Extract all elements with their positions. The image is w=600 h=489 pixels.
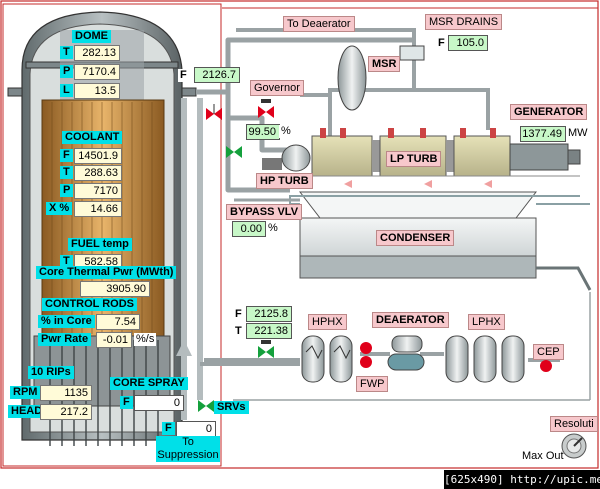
steam-f-label: F — [178, 69, 189, 82]
hp-turbine-label: HP TURB — [256, 173, 313, 189]
feedwater-pipe — [200, 352, 560, 366]
coolant-t-label: T — [60, 166, 73, 179]
outer-frame — [0, 0, 599, 469]
msr-drains-label: MSR DRAINS — [425, 14, 503, 30]
power-rate-unit: %/s — [134, 333, 157, 346]
power-rate-label: Pwr Rate — [38, 333, 92, 346]
resolution-knob-icon[interactable] — [561, 433, 587, 459]
dome-level-value: 13.5 — [74, 83, 120, 99]
msr-label: MSR — [368, 56, 401, 72]
image-host-footer: [625x490] http://upic.me/ — [444, 470, 600, 489]
core-spray-title: CORE SPRAY — [110, 377, 188, 390]
rips-rpm-label: RPM — [10, 386, 41, 399]
coolant-temperature-value: 288.63 — [74, 165, 122, 181]
msr-tank — [337, 45, 367, 111]
coolant-quality-label: X % — [46, 202, 73, 215]
hphx-heaters — [301, 335, 353, 383]
coolant-pressure-value: 7170 — [74, 183, 122, 199]
feedwater-flow-value: 2125.8 — [246, 306, 292, 322]
governor-position-value: 99.50 — [246, 124, 280, 140]
feedwater-valve-icon[interactable] — [258, 340, 274, 358]
rips-head-label: HEAD — [8, 405, 46, 418]
rips-rpm-value: 1135 — [40, 385, 92, 401]
fuel-temp-title: FUEL temp — [68, 238, 132, 251]
core-spray-flow-value: 0 — [134, 395, 184, 411]
feedwater-t-label: T — [233, 325, 244, 338]
fuel-t-label: T — [60, 255, 73, 268]
max-out-label: Max Out — [522, 450, 564, 462]
dome-title: DOME — [72, 30, 111, 43]
srvs-title: SRVs — [214, 401, 249, 414]
hphx-label: HPHX — [308, 314, 347, 330]
core-thermal-power-title: Core Thermal Pwr (MWth) — [36, 266, 177, 279]
coolant-title: COOLANT — [62, 131, 123, 144]
steam-isolation-valve-icon[interactable] — [206, 104, 222, 120]
rips-head-value: 217.2 — [40, 404, 92, 420]
coolant-f-label: F — [60, 149, 73, 162]
cep-pump-icon[interactable] — [540, 360, 552, 372]
srv-lines — [181, 98, 203, 420]
lp-turbine-label: LP TURB — [386, 151, 442, 167]
deaerator-label: DEAERATOR — [372, 312, 449, 328]
coolant-p-label: P — [60, 184, 74, 197]
dome-temperature-value: 282.13 — [74, 45, 120, 61]
fwp-label: FWP — [356, 376, 389, 392]
governor-valve-icon[interactable] — [258, 99, 274, 118]
condenser-label: CONDENSER — [376, 230, 455, 246]
msr-drains-flow-value: 105.0 — [448, 35, 488, 51]
dome-l-label: L — [60, 84, 73, 97]
cep-label: CEP — [533, 344, 564, 360]
srv-f-label: F — [162, 422, 175, 435]
to-suppression-label: To Suppression — [156, 436, 220, 462]
feedwater-temperature-value: 221.38 — [246, 323, 292, 339]
fwp-pump-icon[interactable] — [360, 342, 372, 368]
lphx-label: LPHX — [468, 314, 505, 330]
feedwater-f-label: F — [233, 308, 244, 321]
dome-p-label: P — [60, 65, 74, 78]
msr-drain-coil — [399, 45, 425, 61]
dome-t-label: T — [60, 46, 73, 59]
srv-flow-value: 0 — [176, 421, 216, 437]
suppression-label: Suppression — [157, 449, 219, 461]
srv-valve-icon[interactable] — [198, 400, 214, 412]
power-rate-value: -0.01 — [96, 332, 132, 348]
dome-pressure-value: 7170.4 — [74, 64, 120, 80]
generator-label: GENERATOR — [510, 104, 588, 120]
core-spray-f-label: F — [120, 396, 133, 409]
control-rods-title: CONTROL RODS — [42, 298, 138, 311]
steam-flow-value: 2126.7 — [194, 67, 240, 83]
to-deaerator-label: To Deaerator — [283, 16, 355, 32]
bypass-unit: % — [266, 222, 280, 235]
bypass-valve-label: BYPASS VLV — [226, 204, 303, 220]
bypass-position-value: 0.00 — [232, 221, 266, 237]
deaerator-tank — [387, 335, 425, 371]
bypass-valve-icon[interactable] — [226, 146, 242, 158]
resolution-label: Resoluti — [550, 416, 598, 432]
coolant-quality-value: 14.66 — [74, 201, 122, 217]
generator-output-value: 1377.49 — [520, 126, 566, 142]
core-spray-arrow — [176, 340, 192, 356]
coolant-flow-value: 14501.9 — [74, 148, 122, 164]
to-label: To — [182, 436, 194, 448]
condenser-vessel — [289, 191, 592, 291]
generator-unit: MW — [566, 127, 590, 140]
lphx-heaters — [445, 335, 525, 383]
rods-in-core-value: 7.54 — [96, 314, 140, 330]
msr-drains-f-label: F — [436, 37, 447, 50]
core-thermal-power-value: 3905.90 — [80, 281, 150, 297]
governor-unit: % — [279, 125, 293, 138]
containment-frame — [2, 3, 222, 467]
rips-title: 10 RIPs — [28, 366, 74, 379]
governor-label: Governor — [250, 80, 304, 96]
rods-in-core-label: % in Core — [38, 315, 95, 328]
